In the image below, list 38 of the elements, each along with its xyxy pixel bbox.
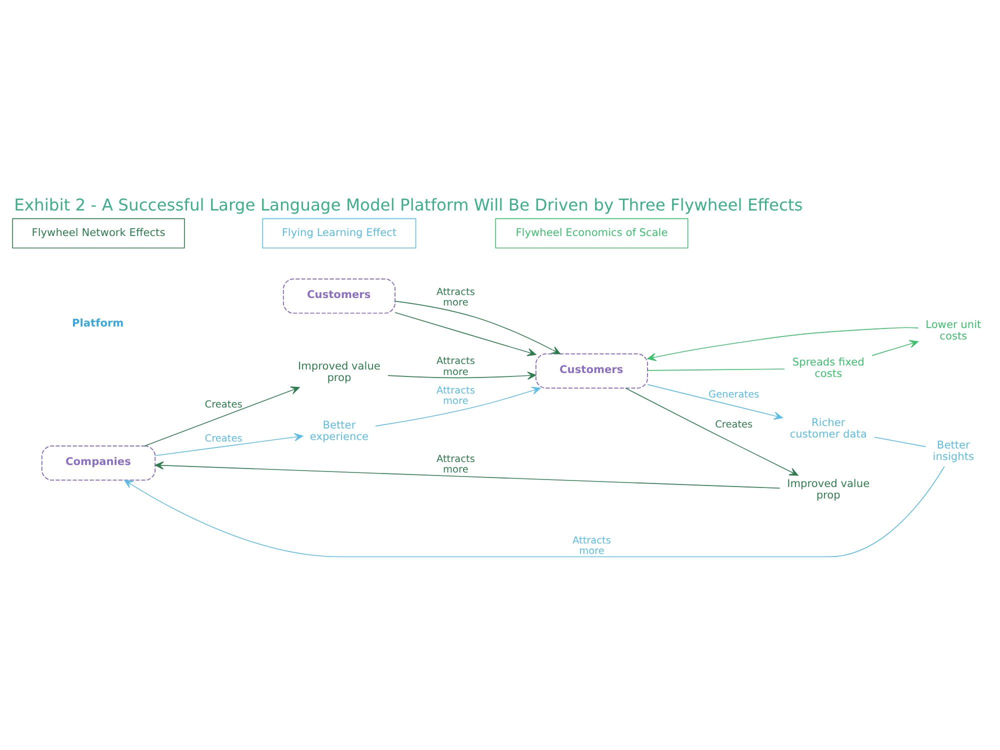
- edge-label: Creates: [714, 419, 752, 430]
- connector: [874, 436, 926, 447]
- legend-label: Flywheel Network Effects: [31, 226, 165, 239]
- diagram-title: Exhibit 2 - A Successful Large Language Model Platform Will Be Driven by Three Flywheel Effects: [14, 195, 802, 214]
- node-box: Companies: [40, 444, 156, 480]
- node-text: Improved value prop: [786, 478, 870, 501]
- node-text: Improved value prop: [297, 360, 380, 384]
- node-box: Customers: [282, 278, 395, 314]
- arrow: [124, 466, 944, 557]
- edge-label: Attracts more: [572, 534, 610, 556]
- node-text: Better experience: [309, 418, 368, 442]
- arrow: [374, 386, 540, 426]
- edge-label: Generates: [708, 389, 759, 400]
- legend-label: Flywheel Economics of Scale: [515, 226, 668, 239]
- edge-label: Attracts more: [436, 453, 474, 476]
- arrow: [394, 300, 560, 354]
- node-text: Better insights: [932, 439, 974, 463]
- label: Platform: [72, 317, 124, 330]
- node-box: Customers: [534, 352, 648, 388]
- arrow: [144, 386, 300, 446]
- edge-label: Attracts more: [436, 385, 474, 407]
- arrow: [154, 460, 780, 488]
- arrow: [624, 387, 798, 476]
- edge-label: Creates: [204, 433, 242, 444]
- arrow: [646, 384, 782, 420]
- connector: [646, 368, 784, 370]
- node-text: Lower unit costs: [925, 318, 981, 342]
- edge-label: Creates: [204, 398, 242, 410]
- arrow: [154, 432, 303, 456]
- arrow: [871, 340, 918, 356]
- legend-label: Flying Learning Effect: [281, 226, 396, 239]
- edge-label: Attracts more: [436, 356, 474, 378]
- arrow: [394, 312, 536, 356]
- node-text: Spreads fixed costs: [792, 356, 864, 380]
- edge-label: Attracts more: [436, 286, 474, 308]
- arrow: [646, 326, 918, 361]
- node-text: Richer customer data: [789, 416, 866, 440]
- arrow: [387, 371, 536, 380]
